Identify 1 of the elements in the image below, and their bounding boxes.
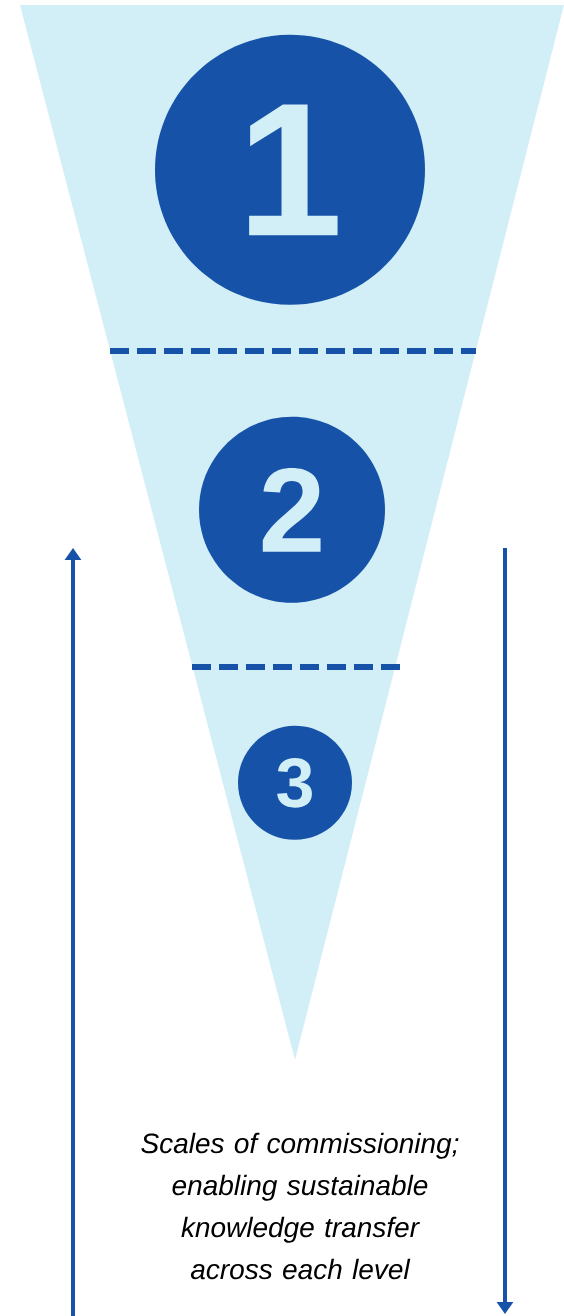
caption-text: Scales of commissioning; enabling sustainable knowledge transfer across each level	[141, 1132, 459, 1280]
